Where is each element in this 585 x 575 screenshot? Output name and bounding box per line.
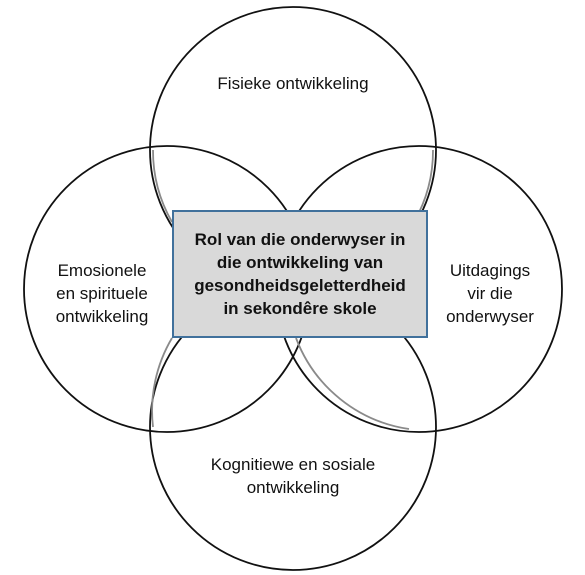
overlap-arc-top-left — [152, 149, 173, 223]
label-line: Emosionele — [57, 261, 147, 280]
label-line: onderwyser — [446, 307, 534, 326]
overlap-arc-bottom-right — [295, 337, 410, 430]
label-line: ontwikkeling — [246, 478, 340, 497]
overlap-arc-bottom-left — [151, 337, 173, 428]
label-line: ontwikkeling — [55, 307, 149, 326]
label-line: vir die — [467, 284, 513, 303]
center-line: Rol van die onderwyser in — [194, 230, 406, 249]
label-physical-development: Fisieke ontwikkeling — [160, 72, 426, 95]
label-line: en spirituele — [56, 284, 148, 303]
center-line: die ontwikkeling van — [216, 253, 384, 272]
label-emotional-spiritual-development: Emosionele en spirituele ontwikkeling — [22, 259, 182, 328]
label-line: Kognitiewe en sosiale — [210, 455, 376, 474]
label-line: Uitdagings — [449, 261, 531, 280]
label-line: Fisieke ontwikkeling — [217, 74, 369, 93]
label-teacher-challenges: Uitdagings vir die onderwyser — [420, 259, 560, 328]
center-line: gesondheidsgeletterdheid — [194, 276, 406, 295]
center-line: in sekondêre skole — [223, 299, 377, 318]
label-cognitive-social-development: Kognitiewe en sosiale ontwikkeling — [168, 453, 418, 499]
center-box: Rol van die onderwyser in die ontwikkeli… — [172, 210, 428, 338]
